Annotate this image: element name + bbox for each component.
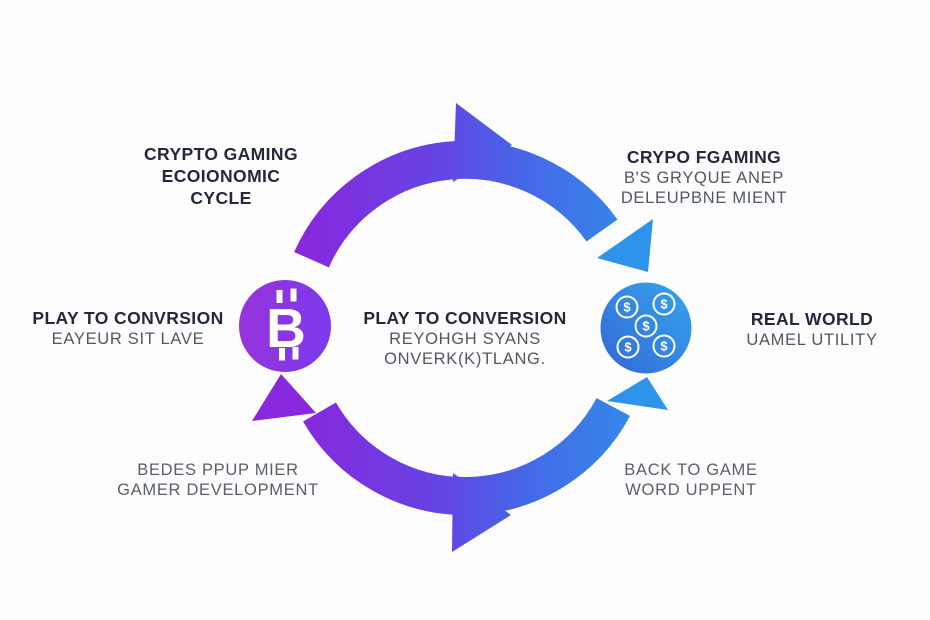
arrow-to-bitcoin-icon	[252, 374, 316, 421]
right-node-label: REAL WORLD UAMEL UTILITY	[746, 309, 877, 351]
bottom-left-label: BEDES PPUP MIER GAMER DEVELOPMENT	[117, 461, 319, 500]
diagram-title: CRYPTO GAMING ECOIONOMIC CYCLE	[144, 143, 298, 209]
arrow-up-to-coins-icon	[607, 377, 668, 410]
bottom-left-line: BEDES PPUP MIER	[137, 461, 299, 479]
top-arc	[294, 140, 618, 268]
bottom-right-label: BACK TO GAME WORD UPPENT	[624, 461, 757, 500]
top-right-subline: B'S GRYQUE ANEP	[623, 169, 785, 187]
top-right-label: CRYPO FGAMING B'S GRYQUE ANEP DELEUPBNE …	[621, 147, 787, 208]
coins-icon: $ $ $ $ $	[600, 282, 692, 374]
dollar-symbol: $	[642, 319, 650, 334]
bitcoin-symbol: B	[266, 297, 306, 359]
bitcoin-icon: B	[239, 280, 331, 372]
bottom-left-line: GAMER DEVELOPMENT	[117, 480, 319, 499]
top-right-subline: DELEUPBNE MIENT	[620, 188, 788, 207]
top-right-title: CRYPO FGAMING	[626, 147, 782, 167]
dollar-symbol: $	[624, 340, 632, 355]
title-line: CRYPTO GAMING	[144, 144, 298, 164]
center-node-label: PLAY TO CONVERSION REYOHGH SYANS ONVERK(…	[363, 308, 566, 369]
center-node-subline: REYOHGH SYANS	[389, 330, 541, 348]
center-node-title: PLAY TO CONVERSION	[363, 308, 567, 328]
arrow-top-right-icon	[453, 103, 512, 182]
title-line: CYCLE	[190, 188, 252, 208]
arrow-bottom-right-icon	[452, 473, 511, 552]
left-node-title: PLAY TO CONVRSION	[32, 308, 224, 328]
dollar-symbol: $	[660, 339, 668, 354]
bottom-right-line: BACK TO GAME	[624, 461, 758, 479]
arrow-to-realworld-icon	[597, 219, 653, 272]
center-node-subline: ONVERK(K)TLANG.	[384, 349, 546, 368]
dollar-symbol: $	[623, 300, 631, 315]
right-node-subline: UAMEL UTILITY	[746, 331, 878, 349]
bottom-arc	[303, 397, 631, 516]
left-node-label: PLAY TO CONVRSION EAYEUR SIT LAVE	[32, 308, 223, 350]
bottom-right-line: WORD UPPENT	[625, 480, 757, 499]
left-node-subline: EAYEUR SIT LAVE	[51, 330, 205, 348]
right-node-title: REAL WORLD	[750, 309, 874, 329]
dollar-symbol: $	[660, 297, 668, 312]
title-line: ECOIONOMIC	[161, 166, 281, 186]
